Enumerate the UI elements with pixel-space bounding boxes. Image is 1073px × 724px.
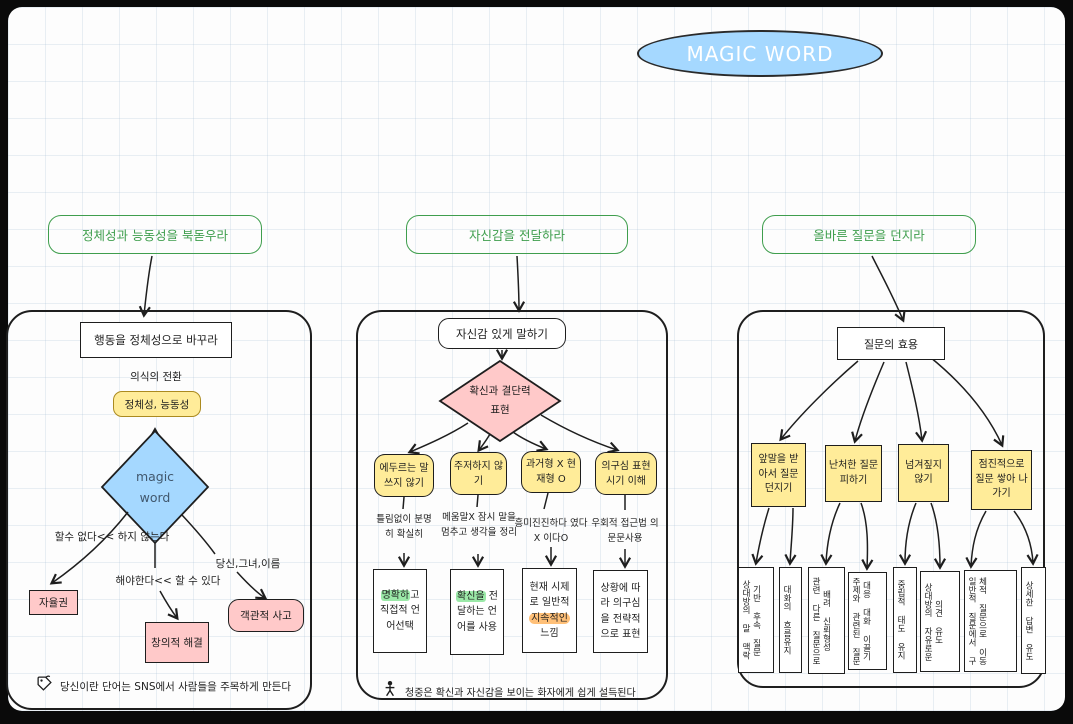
p1-keyword-box[interactable]: 정체성, 능동성	[113, 391, 201, 417]
p2-box-doubt-timing[interactable]: 의구심 표현 시기 이해	[595, 452, 657, 495]
p2-mid-text-3: 흥미진진하다 였다X 이다O	[514, 518, 588, 544]
p1-title-box[interactable]: 행동을 정체성으로 바꾸라	[80, 322, 232, 358]
section-header-label: 올바른 질문을 던지라	[813, 228, 925, 243]
p2-note-text: 청중은 확신과 자신감을 보이는 화자에게 쉽게 설득된다	[405, 688, 636, 699]
p3-leaf-detailed-answers[interactable]: 상세한 답변 유도	[1021, 567, 1046, 674]
p2-mid-text-4: 우회적 접근법 의문문사용	[591, 518, 659, 544]
p1-subtitle: 의식의 전환	[130, 371, 182, 383]
panel-questions[interactable]	[737, 310, 1045, 688]
p2-result-conviction-words[interactable]: 확신을 전달하는 언어를 사용	[450, 569, 504, 655]
p2-title-text: 자신감 있게 말하기	[456, 326, 548, 341]
p2-diamond-label[interactable]: 확신과 결단력 표현	[469, 385, 531, 416]
p1-result-objective[interactable]: 객관적 사고	[228, 599, 304, 632]
p2-note: 청중은 확신과 자신감을 보이는 화자에게 쉽게 설득된다	[382, 679, 652, 699]
section-header-confidence[interactable]: 자신감을 전달하라	[406, 215, 628, 254]
section-header-label: 자신감을 전달하라	[469, 228, 565, 243]
p2-result-present-feel[interactable]: 현재 시제로 일반적 지속적인 느낌	[522, 568, 577, 653]
p2-box-direct[interactable]: 에두르는 말 쓰지 않기	[374, 454, 434, 497]
p2-result-clear-language[interactable]: 명확하고 직접적 언어선택	[373, 569, 427, 653]
p2-result-strategic-doubt[interactable]: 상황에 따라 의구심을 전략적으로 표현	[593, 570, 648, 653]
p3-leaf-neutral-attitude[interactable]: 중립적 태도 유지	[893, 567, 917, 673]
p3-leaf-followup-context[interactable]: 상대방의 말 맥락 기반 후속 질문	[738, 567, 774, 673]
title-text: MAGIC WORD	[686, 41, 834, 66]
p3-title-text: 질문의 효용	[863, 337, 919, 351]
p2-mid-text-1: 틀림없이 분명히 확실히	[376, 514, 432, 540]
title-node[interactable]: MAGIC WORD	[637, 30, 883, 77]
p3-leaf-conversation-flow[interactable]: 대화의 흐름유지	[779, 567, 802, 673]
p1-title-text: 행동을 정체성으로 바꾸라	[94, 333, 218, 347]
p3-box-avoid-awkward[interactable]: 난처한 질문 피하기	[825, 445, 882, 502]
p1-result-autonomy[interactable]: 자율권	[29, 590, 78, 615]
p1-note-text: 당신이란 단어는 SNS에서 사람들을 주목하게 만든다	[60, 681, 292, 693]
p3-box-followup[interactable]: 앞말을 받아서 질문 던지기	[751, 443, 806, 507]
p1-branch3-condition: 당신,그녀,이름	[215, 558, 281, 570]
p2-mid-text-2: 메움말X 잠시 말을 멈추고 생각을 정리	[441, 512, 517, 538]
panel-confidence[interactable]	[356, 310, 668, 700]
p2-box-present-tense[interactable]: 과거형 X 현재형 O	[521, 451, 581, 493]
p1-note: 당신이란 단어는 SNS에서 사람들을 주목하게 만든다	[36, 675, 326, 694]
p3-title-box[interactable]: 질문의 효용	[837, 327, 945, 360]
p3-box-gradual[interactable]: 점진적으로 질문 쌓아 나가기	[971, 450, 1032, 510]
p1-branch1-condition: 할수 없다<< 하지 않는다	[54, 531, 170, 543]
p3-leaf-free-opinion[interactable]: 상대방의 자유로운 의견 유도	[920, 571, 960, 672]
p1-result-creative[interactable]: 창의적 해결	[145, 622, 209, 663]
p3-box-no-assuming[interactable]: 넘겨짚지 않기	[898, 444, 949, 502]
panel-identity[interactable]	[6, 310, 312, 710]
p3-leaf-general-to-specific[interactable]: 일반적 질문에서 구체적 질문으로 이동	[964, 570, 1017, 672]
p3-leaf-lead-dialogue[interactable]: 주제와 관련된 질문 대응 대화 이끌기	[848, 572, 887, 670]
p2-title-box[interactable]: 자신감 있게 말하기	[438, 318, 566, 349]
p3-leaf-trust-building[interactable]: 관련 다른 질문으로 배려 신뢰형성	[808, 567, 845, 674]
tag-icon	[37, 675, 52, 691]
section-header-identity[interactable]: 정체성과 능동성을 북돋우라	[48, 215, 262, 254]
p2-box-no-hesitation[interactable]: 주저하지 않기	[450, 452, 507, 495]
section-header-questions[interactable]: 올바른 질문을 던지라	[762, 215, 976, 254]
section-header-label: 정체성과 능동성을 북돋우라	[82, 228, 228, 243]
p1-keyword-text: 정체성, 능동성	[124, 398, 190, 411]
person-icon	[385, 681, 395, 697]
p1-branch2-condition: 해야한다<< 할 수 있다	[115, 575, 221, 587]
p1-diamond-label[interactable]: magic word	[135, 469, 175, 505]
